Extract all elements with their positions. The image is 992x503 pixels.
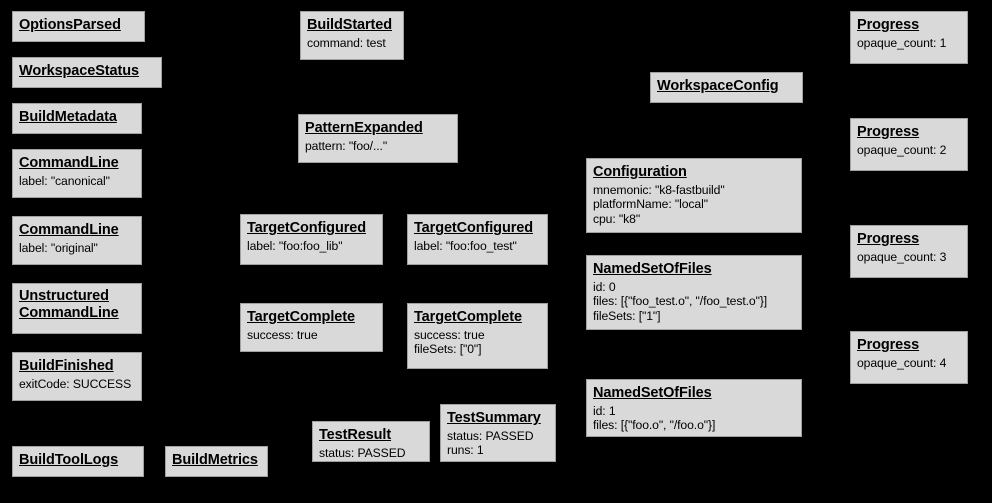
event-node-fields: pattern: "foo/..." — [305, 139, 451, 153]
event-node-options-parsed[interactable]: OptionsParsed — [12, 11, 145, 42]
event-node-title: CommandLine — [19, 155, 119, 171]
event-node-title: TargetComplete — [414, 309, 522, 325]
event-node-field: runs: 1 — [447, 443, 484, 458]
event-node-field: label: "foo:foo_lib" — [247, 238, 343, 253]
event-node-field: files: [{"foo.o", "/foo.o"}] — [593, 418, 716, 433]
event-node-field: success: true — [414, 327, 485, 342]
event-node-field: status: PASSED — [319, 445, 406, 460]
event-node-title: BuildMetadata — [19, 109, 117, 125]
event-node-field: opaque_count: 1 — [857, 35, 947, 50]
event-node-field: command: test — [307, 35, 386, 50]
event-node-title: TestResult — [319, 427, 392, 443]
event-node-field: label: "canonical" — [19, 173, 110, 188]
event-node-field: pattern: "foo/..." — [305, 138, 388, 153]
event-node-field: exitCode: SUCCESS — [19, 376, 132, 391]
event-node-build-started[interactable]: BuildStarted command: test — [300, 11, 404, 60]
event-node-fields: opaque_count: 4 — [857, 356, 961, 370]
event-node-field: platformName: "local" — [593, 197, 708, 212]
event-node-configuration[interactable]: Configuration mnemonic: "k8-fastbuild"pla… — [586, 158, 802, 233]
event-node-title: WorkspaceConfig — [657, 78, 779, 94]
event-node-fields: label: "foo:foo_test" — [414, 239, 541, 253]
event-node-title: Progress — [857, 124, 920, 140]
event-node-fields: opaque_count: 1 — [857, 36, 961, 50]
event-node-field: opaque_count: 4 — [857, 355, 947, 370]
event-node-title: TargetConfigured — [247, 220, 366, 236]
event-node-workspace-config[interactable]: WorkspaceConfig — [650, 72, 803, 103]
event-node-field: mnemonic: "k8-fastbuild" — [593, 182, 725, 197]
event-node-title: BuildFinished — [19, 358, 114, 374]
event-node-field: label: "original" — [19, 240, 98, 255]
event-node-title: Progress — [857, 17, 920, 33]
event-node-target-configured-test[interactable]: TargetConfigured label: "foo:foo_test" — [407, 214, 548, 265]
event-node-field: files: [{"foo_test.o", "/foo_test.o"}] — [593, 294, 768, 309]
event-node-fields: opaque_count: 2 — [857, 143, 961, 157]
event-node-fields: label: "canonical" — [19, 174, 135, 188]
event-node-title: TestSummary — [447, 410, 541, 426]
event-node-field: status: PASSED — [447, 428, 534, 443]
event-node-build-metrics[interactable]: BuildMetrics — [165, 446, 268, 477]
event-node-target-complete-lib[interactable]: TargetComplete success: true — [240, 303, 383, 352]
event-node-fields: exitCode: SUCCESS — [19, 377, 135, 391]
event-node-test-result[interactable]: TestResult status: PASSED — [312, 421, 430, 462]
event-node-title: BuildStarted — [307, 17, 393, 33]
event-node-build-metadata[interactable]: BuildMetadata — [12, 103, 142, 134]
event-node-progress-2[interactable]: Progress opaque_count: 2 — [850, 118, 968, 171]
event-node-title: PatternExpanded — [305, 120, 423, 136]
event-node-title: TargetConfigured — [414, 220, 533, 236]
event-node-fields: success: true — [247, 328, 376, 342]
event-node-title: BuildToolLogs — [19, 452, 119, 468]
event-node-title: BuildMetrics — [172, 452, 258, 468]
event-node-field: cpu: "k8" — [593, 211, 641, 226]
event-node-field: fileSets: ["0"] — [414, 342, 482, 357]
event-node-fields: status: PASSED — [319, 446, 423, 460]
event-node-fields: label: "foo:foo_lib" — [247, 239, 376, 253]
event-node-field: id: 1 — [593, 403, 616, 418]
event-node-fields: label: "original" — [19, 241, 135, 255]
event-node-title: NamedSetOfFiles — [593, 261, 712, 277]
event-node-field: success: true — [247, 327, 318, 342]
event-node-fields: opaque_count: 3 — [857, 250, 961, 264]
event-node-fields: command: test — [307, 36, 397, 50]
event-node-field: opaque_count: 2 — [857, 142, 947, 157]
event-node-title: CommandLine — [19, 222, 119, 238]
event-node-target-configured-lib[interactable]: TargetConfigured label: "foo:foo_lib" — [240, 214, 383, 265]
event-node-title: OptionsParsed — [19, 17, 121, 33]
event-node-field: id: 0 — [593, 279, 616, 294]
event-node-workspace-status[interactable]: WorkspaceStatus — [12, 57, 162, 88]
event-node-title: Progress — [857, 231, 920, 247]
event-node-title-line: CommandLine — [19, 305, 119, 322]
event-node-field: label: "foo:foo_test" — [414, 238, 517, 253]
event-node-title: Progress — [857, 337, 920, 353]
event-node-build-finished[interactable]: BuildFinished exitCode: SUCCESS — [12, 352, 142, 401]
event-node-progress-3[interactable]: Progress opaque_count: 3 — [850, 225, 968, 278]
event-node-pattern-expanded[interactable]: PatternExpanded pattern: "foo/..." — [298, 114, 458, 163]
event-node-title: TargetComplete — [247, 309, 355, 325]
event-node-field: opaque_count: 3 — [857, 249, 947, 264]
event-node-title-line: Unstructured — [19, 288, 109, 304]
event-node-build-tool-logs[interactable]: BuildToolLogs — [12, 446, 144, 477]
event-node-title: NamedSetOfFiles — [593, 385, 712, 401]
event-node-command-line-canonical[interactable]: CommandLine label: "canonical" — [12, 149, 142, 198]
event-node-progress-1[interactable]: Progress opaque_count: 1 — [850, 11, 968, 64]
event-node-title: Configuration — [593, 164, 687, 180]
event-node-progress-4[interactable]: Progress opaque_count: 4 — [850, 331, 968, 384]
event-node-title: WorkspaceStatus — [19, 63, 139, 79]
event-node-fields: mnemonic: "k8-fastbuild"platformName: "l… — [593, 183, 795, 226]
event-node-command-line-original[interactable]: CommandLine label: "original" — [12, 216, 142, 265]
event-node-field: fileSets: ["1"] — [593, 308, 661, 323]
